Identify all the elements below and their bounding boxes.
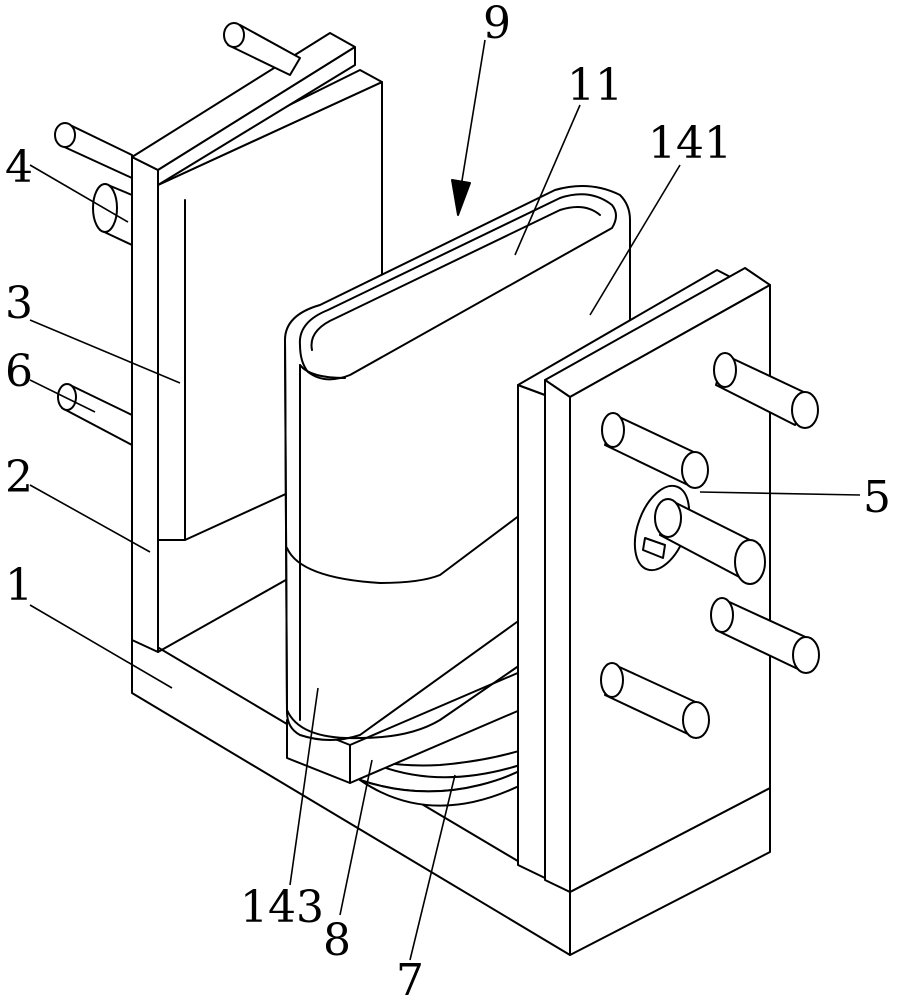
label-5: 5 [863,472,891,523]
label-7: 7 [396,955,424,1000]
label-6: 6 [5,346,33,397]
label-2: 2 [5,452,33,503]
label-3: 3 [5,278,33,329]
label-8: 8 [323,915,351,966]
leader-lines [29,39,861,961]
label-1: 1 [5,560,33,611]
label-11: 11 [567,60,623,111]
label-4: 4 [5,142,33,193]
base-plate [131,571,771,956]
label-143: 143 [240,882,324,933]
label-9: 9 [483,0,511,49]
reference-labels: 9 11 141 4 3 6 2 1 5 143 8 7 [5,0,891,1000]
right-rods [600,352,820,739]
label-141: 141 [648,118,732,169]
